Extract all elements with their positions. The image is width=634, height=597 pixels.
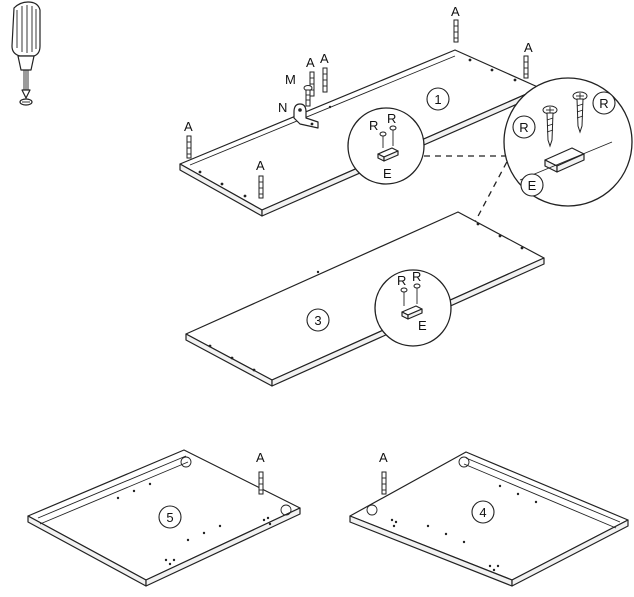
dowel-a-mid1: [309, 71, 315, 97]
label-m: M: [285, 72, 296, 87]
label-a-left: A: [184, 119, 193, 134]
screw-r-large-a: [542, 105, 558, 148]
label-a-panel-5: A: [256, 450, 265, 465]
dowel-a-bottom: [258, 175, 264, 199]
label-a-mid2: A: [320, 51, 329, 66]
label-r-small-1a: R: [369, 118, 378, 133]
label-circle-r-a: [512, 115, 536, 139]
label-r-large-b: R: [599, 96, 608, 111]
label-e-large: E: [528, 178, 537, 193]
part-circle-4: [471, 500, 495, 524]
part-circle-5: [158, 505, 182, 529]
dowel-a-panel-4: [381, 471, 387, 495]
screw-r-small-1a: [379, 131, 387, 148]
screw-r-small-1b: [389, 125, 397, 146]
label-a-right: A: [524, 40, 533, 55]
dowel-a-left: [186, 135, 192, 159]
screw-r-large-b: [572, 91, 588, 134]
label-e-small-3: E: [418, 318, 427, 333]
screw-r-small-3b: [413, 283, 421, 304]
label-r-small-1b: R: [387, 111, 396, 126]
panel-3: [185, 211, 545, 387]
part-number-5: 5: [166, 510, 173, 525]
cam-bolt-m: [303, 85, 313, 107]
screw-r-small-3a: [400, 287, 408, 306]
part-circle-1: [426, 87, 450, 111]
label-circle-e: [520, 173, 544, 197]
hinge-plate-small-3: [401, 305, 423, 320]
label-r-small-3a: R: [397, 273, 406, 288]
dowel-a-right: [523, 55, 529, 79]
part-number-3: 3: [314, 313, 321, 328]
label-a-top: A: [451, 4, 460, 19]
label-a-bottom: A: [256, 158, 265, 173]
dowel-a-top: [453, 19, 459, 43]
label-n: N: [278, 100, 287, 115]
hinge-plate-large: [519, 141, 613, 181]
bracket-n: [293, 103, 319, 129]
detail-circle-panel-1: [347, 107, 425, 185]
label-r-small-3b: R: [412, 269, 421, 284]
label-a-mid1: A: [306, 55, 315, 70]
screwdriver-icon: [11, 1, 41, 106]
dowel-a-mid2: [322, 67, 328, 93]
label-e-small-1: E: [383, 166, 392, 181]
part-number-1: 1: [434, 92, 441, 107]
label-r-large-a: R: [519, 120, 528, 135]
dowel-a-panel-5: [258, 471, 264, 495]
hinge-plate-small-1: [377, 147, 399, 162]
part-number-4: 4: [479, 505, 486, 520]
label-a-panel-4: A: [379, 450, 388, 465]
label-circle-r-b: [592, 91, 616, 115]
part-circle-3: [306, 308, 330, 332]
